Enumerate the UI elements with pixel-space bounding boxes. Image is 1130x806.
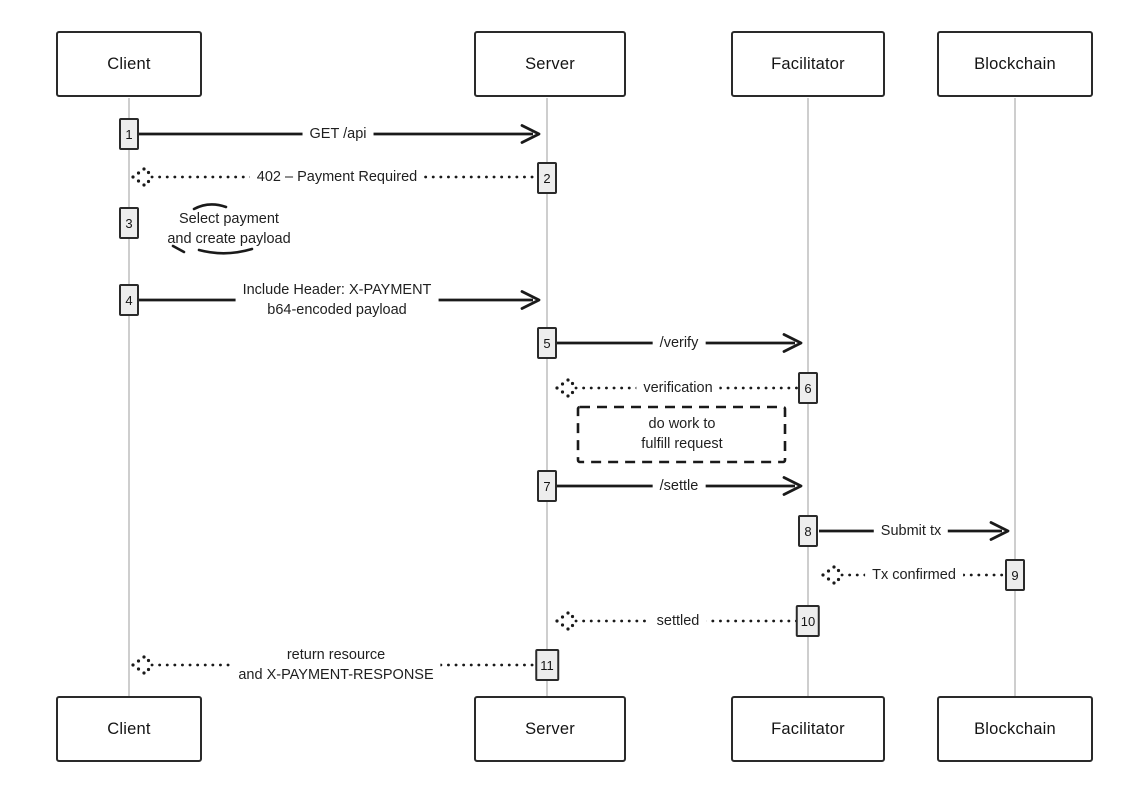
actor-blockchain-bottom: Blockchain — [937, 696, 1093, 762]
actor-facilitator-bottom: Facilitator — [731, 696, 885, 762]
message-label-9: Tx confirmed — [865, 564, 963, 586]
message-label-8: Submit tx — [873, 520, 949, 542]
activation-7: 7 — [537, 470, 557, 502]
message-label-11: return resource and X-PAYMENT-RESPONSE — [231, 644, 441, 686]
actor-client-top: Client — [56, 31, 202, 97]
dotted-arrowhead-9 — [821, 565, 841, 585]
message-label-7: /settle — [652, 475, 706, 497]
actor-blockchain-top: Blockchain — [937, 31, 1093, 97]
actor-server-top: Server — [474, 31, 626, 97]
dotted-arrowhead-10 — [555, 611, 575, 631]
message-label-10: settled — [649, 610, 707, 632]
activation-8: 8 — [798, 515, 818, 547]
note-swash-tick — [171, 244, 186, 254]
activation-4: 4 — [119, 284, 139, 316]
activation-10: 10 — [795, 605, 821, 637]
actor-server-bottom: Server — [474, 696, 626, 762]
process-box-label: do work to fulfill request — [641, 416, 723, 452]
activation-3: 3 — [119, 207, 139, 239]
activation-2: 2 — [537, 162, 557, 194]
process-box-border — [576, 405, 787, 464]
message-label-5: /verify — [652, 332, 706, 354]
actor-facilitator-top: Facilitator — [731, 31, 885, 97]
activation-6: 6 — [798, 372, 818, 404]
activation-11: 11 — [535, 649, 559, 681]
dotted-arrowhead-6 — [555, 378, 575, 398]
activation-9: 9 — [1005, 559, 1025, 591]
dotted-arrowhead-2 — [131, 167, 151, 187]
message-label-2: 402 – Payment Required — [249, 166, 425, 188]
dotted-arrowhead-11 — [131, 655, 151, 675]
message-label-4: Include Header: X-PAYMENT b64-encoded pa… — [235, 279, 439, 321]
message-label-1: GET /api — [302, 123, 374, 145]
activation-5: 5 — [537, 327, 557, 359]
note-swash-top — [192, 203, 228, 211]
note-swash-bottom — [197, 247, 254, 255]
actor-client-bottom: Client — [56, 696, 202, 762]
message-label-6: verification — [636, 377, 720, 399]
note-select-payment: Select payment and create payload — [167, 211, 291, 247]
activation-1: 1 — [119, 118, 139, 150]
